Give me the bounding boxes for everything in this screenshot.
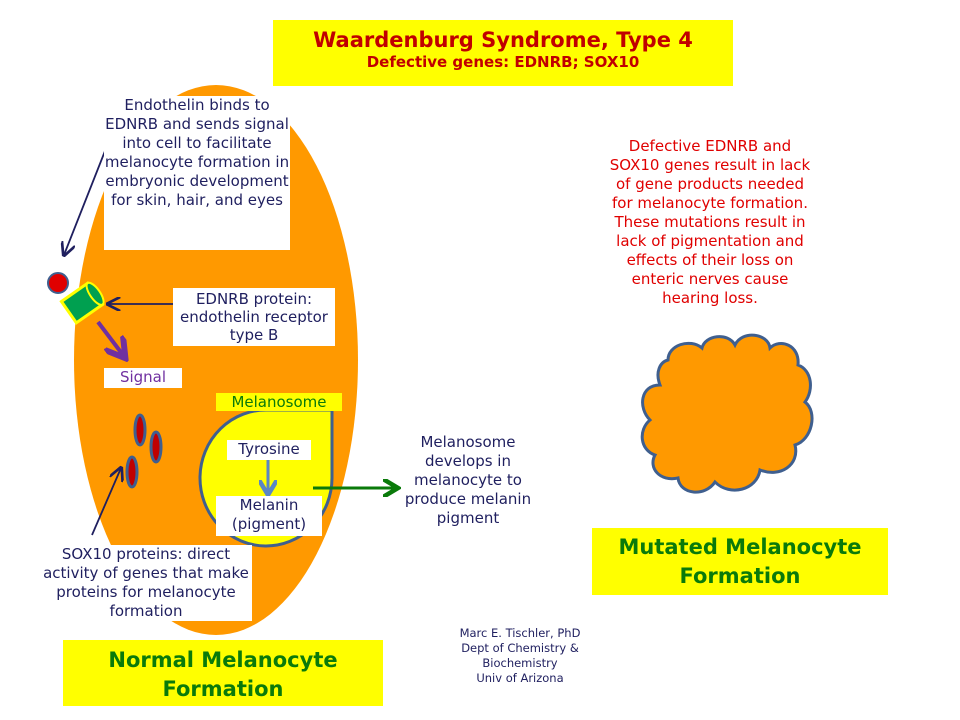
- sox10-note: SOX10 proteins: direct activity of genes…: [40, 545, 252, 621]
- author-credit: Marc E. Tischler, PhD Dept of Chemistry …: [440, 626, 600, 686]
- endothelin-note: Endothelin binds to EDNRB and sends sign…: [104, 96, 290, 250]
- mutated-caption: Mutated Melanocyte Formation: [592, 528, 888, 595]
- melanosome-label: Melanosome: [216, 393, 342, 411]
- mutated-melanocyte-cloud: [640, 333, 814, 494]
- title-box: Waardenburg Syndrome, Type 4 Defective g…: [273, 20, 733, 86]
- ednrb-receptor-icon: [47, 272, 105, 325]
- credit-line: Univ of Arizona: [476, 671, 564, 685]
- page-title: Waardenburg Syndrome, Type 4: [313, 28, 693, 52]
- page-subtitle: Defective genes: EDNRB; SOX10: [366, 53, 640, 72]
- credit-line: Dept of Chemistry &: [461, 641, 579, 655]
- credit-line: Biochemistry: [482, 656, 558, 670]
- sox10-protein-icons: [125, 413, 163, 489]
- melanosome-note: Melanosome develops in melanocyte to pro…: [404, 433, 532, 547]
- sox10-arrow: [91, 468, 121, 536]
- credit-line: Marc E. Tischler, PhD: [459, 626, 581, 640]
- melanin-label: Melanin (pigment): [216, 496, 322, 536]
- normal-caption: Normal Melanocyte Formation: [63, 640, 383, 706]
- ednrb-note: EDNRB protein: endothelin receptor type …: [173, 288, 335, 346]
- mutated-note: Defective EDNRB and SOX10 genes result i…: [609, 137, 811, 307]
- signal-arrow: [96, 320, 123, 355]
- signal-label: Signal: [104, 368, 182, 388]
- tyrosine-label: Tyrosine: [227, 440, 311, 460]
